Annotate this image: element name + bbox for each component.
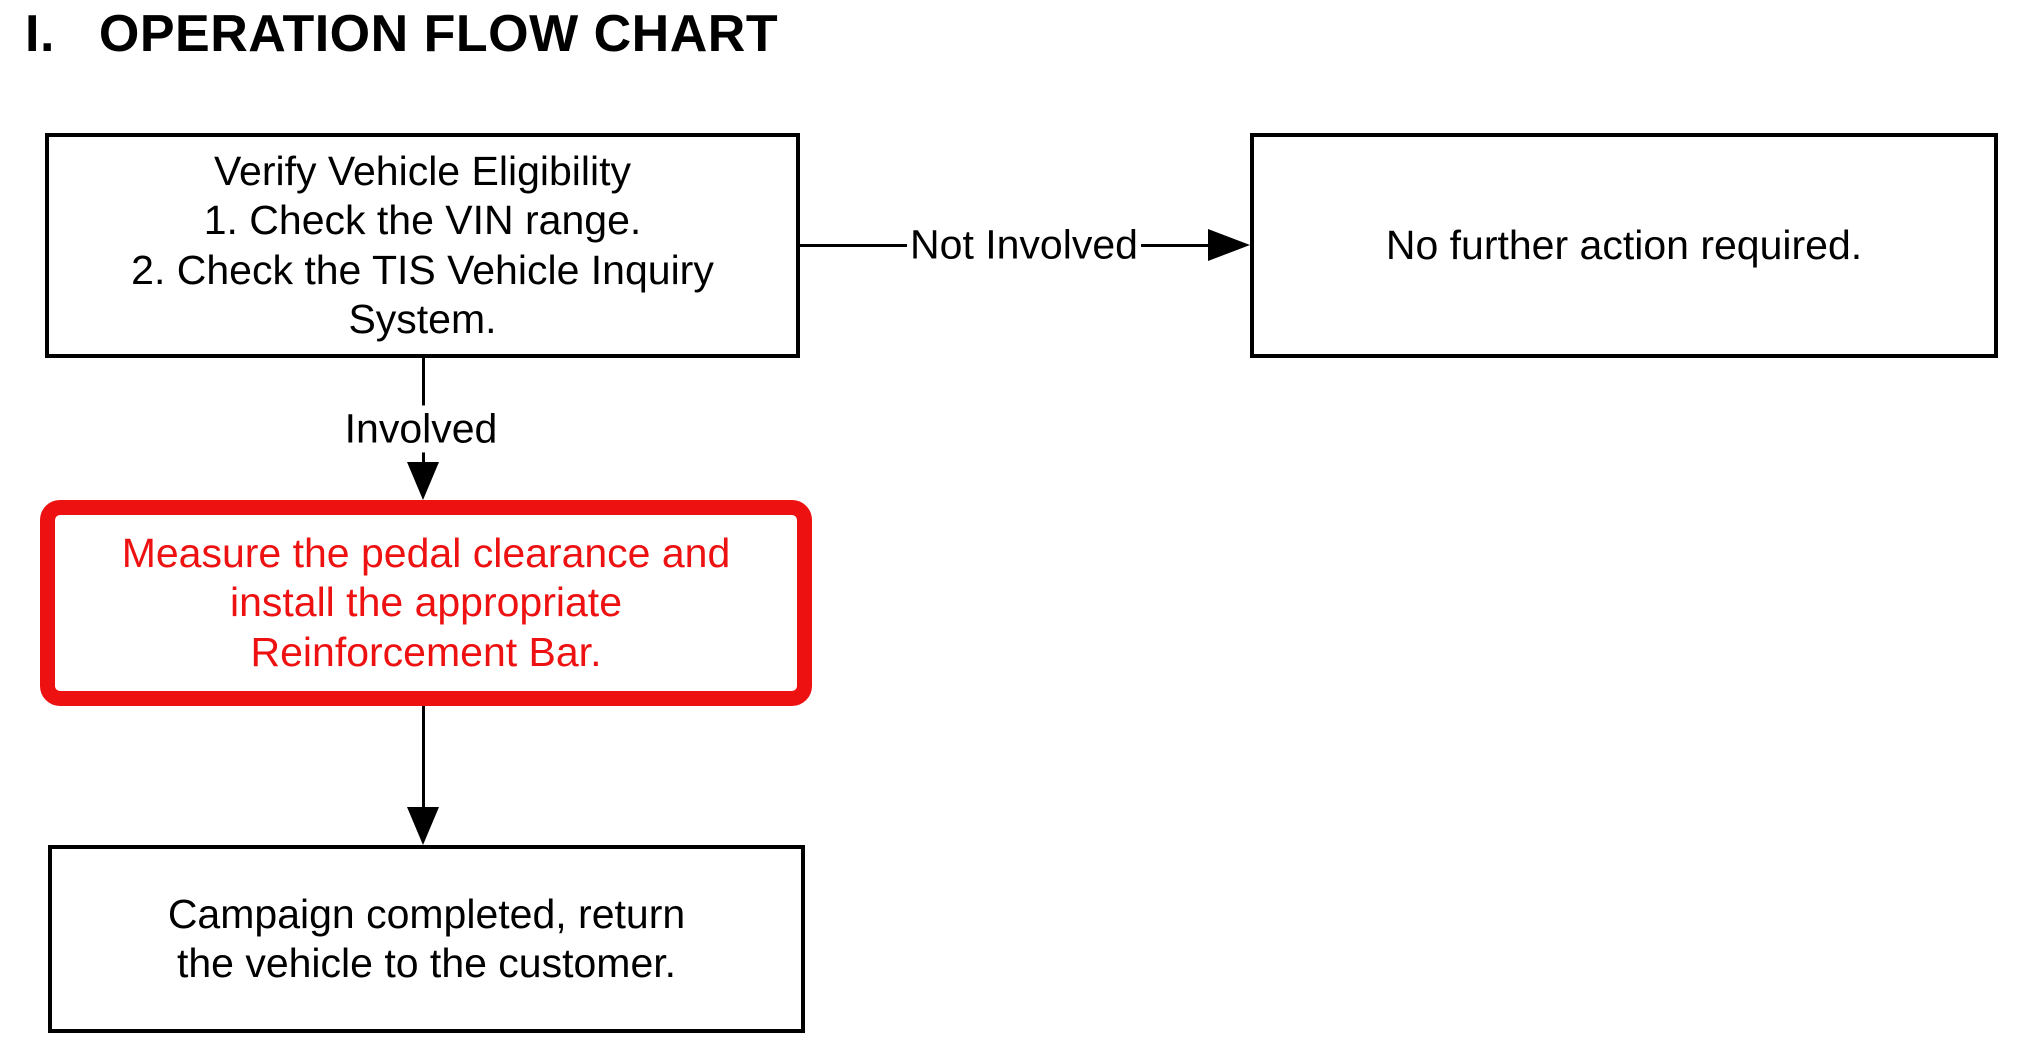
measure-pedal-clearance-text: Measure the pedal clearance and install … (121, 530, 731, 675)
page-title-text: OPERATION FLOW CHART (98, 5, 779, 63)
campaign-completed-box: Campaign completed, return the vehicle t… (48, 845, 805, 1033)
verify-eligibility-text: Verify Vehicle Eligibility 1. Check the … (131, 148, 714, 342)
campaign-connector-line (422, 706, 425, 810)
page-title: I. OPERATION FLOW CHART (25, 4, 778, 64)
arrowhead-right-icon (1208, 229, 1250, 261)
not-involved-label: Not Involved (907, 221, 1141, 269)
no-further-action-box: No further action required. (1250, 133, 1998, 358)
arrowhead-down-icon (407, 462, 439, 500)
campaign-completed-text: Campaign completed, return the vehicle t… (167, 890, 686, 986)
involved-label: Involved (341, 405, 501, 453)
arrowhead-down-icon (407, 807, 439, 845)
measure-pedal-clearance-box: Measure the pedal clearance and install … (40, 500, 812, 706)
no-further-action-text: No further action required. (1385, 221, 1863, 268)
section-numeral: I. (25, 5, 55, 63)
verify-eligibility-box: Verify Vehicle Eligibility 1. Check the … (45, 133, 800, 358)
